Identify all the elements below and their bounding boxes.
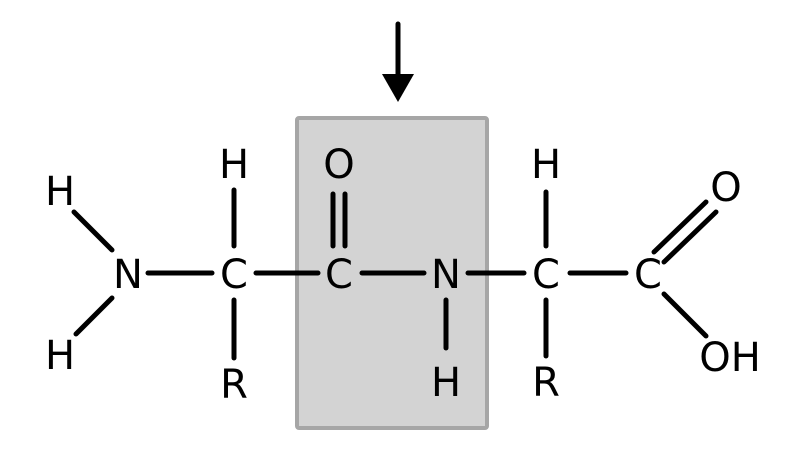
bond-h-n-top — [71, 209, 115, 253]
down-arrow-icon — [382, 21, 414, 102]
atom-h-amide: H — [431, 360, 461, 406]
atom-c-alpha2: C — [532, 252, 560, 298]
atoms: H N H H C R O C N H H C R C O OH — [45, 142, 761, 408]
atom-h-alpha1: H — [219, 142, 249, 188]
atom-o-carboxyl: O — [710, 165, 741, 211]
atom-n-left: N — [113, 252, 143, 298]
atom-c-carbonyl: C — [325, 252, 353, 298]
atom-r-alpha2: R — [532, 360, 560, 406]
bonds — [71, 187, 719, 361]
bond-h-n-bottom — [73, 295, 115, 337]
atom-c-carboxyl: C — [634, 252, 662, 298]
bond-carboxyl-double-b — [661, 209, 719, 265]
atom-h-alpha2: H — [531, 142, 561, 188]
atom-o-carbonyl: O — [323, 142, 354, 188]
bond-carboxyl-oh — [661, 291, 709, 339]
atom-r-alpha1: R — [220, 362, 248, 408]
atom-h-top-left: H — [45, 169, 75, 215]
atom-c-alpha1: C — [220, 252, 248, 298]
atom-oh-carboxyl: OH — [699, 335, 761, 381]
bond-carboxyl-double-a — [651, 199, 709, 255]
atom-h-bottom-left: H — [45, 333, 75, 379]
atom-n-amide: N — [431, 252, 461, 298]
